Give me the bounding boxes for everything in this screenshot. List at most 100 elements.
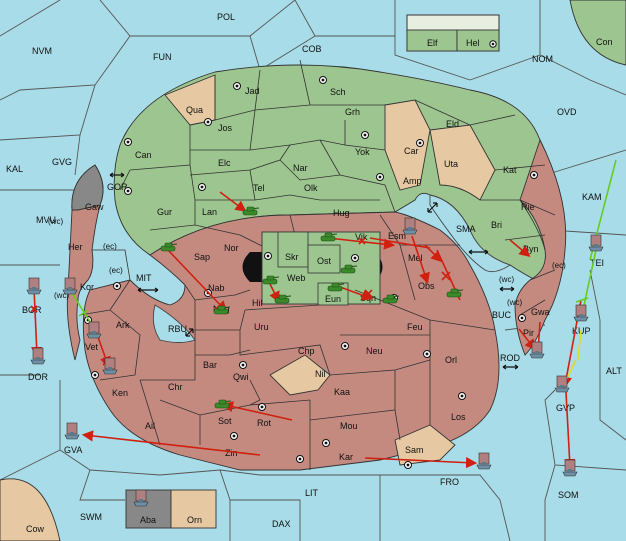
territory-label-bri: Bri (491, 220, 502, 230)
fleet-unit (102, 357, 118, 375)
territory-label-aba: Aba (140, 515, 156, 525)
sea-label-dax: DAX (272, 519, 291, 529)
territory-label-yok: Yok (355, 147, 370, 157)
sea-label-gva: GVA (64, 445, 82, 455)
sea-label-tei: TEI (590, 258, 604, 268)
territory-label-ost: Ost (317, 256, 332, 266)
territory-label-jos: Jos (218, 123, 233, 133)
supply-center-marker (258, 403, 266, 411)
supply-center-marker (376, 173, 384, 181)
territory-label-her: Her (68, 242, 83, 252)
territory-label-byn: Byn (523, 244, 539, 254)
territory-label-orn: Orn (187, 515, 202, 525)
supply-center-marker (91, 371, 99, 379)
territory-label-kaa: Kaa (334, 387, 350, 397)
territory-label-obs: Obs (418, 281, 435, 291)
supply-center-marker (319, 76, 327, 84)
sea-label-nvm: NVM (32, 46, 52, 56)
coast-labels: (wc) (ec) (ec) (wc) (wc) (ec) (wc) (48, 217, 566, 307)
fleet-unit (64, 422, 80, 440)
green-labels: Jad Sch Jos Grh Can Elc Nar Yok Tel Olk … (80, 38, 539, 352)
sea-labels: POL FUN COB NVM NOM Con KAL GVG OVD KAM … (6, 12, 622, 534)
sea-label-kam: KAM (582, 192, 602, 202)
fleet-unit (588, 234, 604, 252)
sea-inlet-east (429, 194, 512, 273)
territory-label-vik: Vik (355, 232, 368, 242)
territory-label-zin: Zin (225, 448, 238, 458)
territory-label-nor: Nor (224, 243, 239, 253)
territory-label-gwa: Gwa (531, 307, 550, 317)
sea-label-gvg: GVG (52, 157, 72, 167)
territory-label-chp: Chp (298, 346, 315, 356)
territory-label-neu: Neu (366, 346, 383, 356)
coast-label: (wc) (507, 298, 522, 307)
neutral-labels: Qua Car Uta Nil Sam Orn (186, 105, 458, 525)
territory-label-elf: Elf (427, 38, 438, 48)
territory-label-esm: Esm (388, 231, 406, 241)
fleet-unit (26, 277, 42, 295)
territory-label-eld: Eld (446, 119, 459, 129)
sea-label-gvp: GVP (556, 403, 575, 413)
coast-label: (ec) (552, 261, 566, 270)
territory-label-web: Web (287, 273, 305, 283)
territory-label-grh: Grh (345, 107, 360, 117)
sea-label-swm: SWM (80, 512, 102, 522)
territory-label-mou: Mou (340, 421, 358, 431)
passage-arrows (109, 172, 519, 370)
territory-label-bar: Bar (203, 360, 217, 370)
territory-label-can: Can (135, 150, 152, 160)
sea-label-con: Con (596, 37, 613, 47)
green-borders (119, 59, 556, 256)
territory-label-hug: Hug (333, 208, 350, 218)
sea-label-rbu: RBU (168, 324, 187, 334)
supply-center-marker (458, 392, 466, 400)
territory-label-eun: Eun (325, 294, 341, 304)
territory-label-vet: Vet (85, 342, 99, 352)
fleet-unit (476, 452, 492, 470)
sea-label-nom: NOM (532, 54, 553, 64)
territory-label-elc: Elc (218, 158, 231, 168)
territory-label-qwi: Qwi (233, 372, 249, 382)
sea-label-mvu: MVU (36, 215, 56, 225)
sea-label-lit: LIT (305, 488, 319, 498)
territory-label-feu: Feu (407, 322, 423, 332)
fleet-unit (554, 375, 570, 393)
coast-label: (ec) (109, 266, 123, 275)
territory-label-kor: Kor (80, 282, 94, 292)
supply-center-marker (230, 432, 238, 440)
fleet-unit (402, 217, 418, 235)
sea-label-fro: FRO (440, 477, 459, 487)
territory-label-uta: Uta (444, 159, 458, 169)
territory-label-sot: Sot (218, 416, 232, 426)
con-region (569, 0, 626, 66)
coast-label: (wc) (48, 217, 63, 226)
supply-center-marker (322, 439, 330, 447)
supply-center-marker (124, 187, 132, 195)
territory-label-ail: Ail (145, 421, 155, 431)
territory-label-rot: Rot (257, 418, 272, 428)
territory-label-qua: Qua (186, 105, 203, 115)
fleet-unit (62, 277, 78, 295)
supply-center-marker (239, 361, 247, 369)
supply-center-marker (404, 461, 412, 469)
territory-label-hel: Hel (466, 38, 480, 48)
supply-center-marker (361, 131, 369, 139)
supply-center-marker (204, 118, 212, 126)
sea-label-rod: ROD (500, 353, 521, 363)
gaw-impassable (71, 164, 104, 211)
red-borders (79, 214, 546, 470)
territory-label-sch: Sch (330, 87, 346, 97)
territory-label-pir: Pir (523, 328, 534, 338)
supply-center-marker (518, 314, 526, 322)
territory-label-gur: Gur (157, 207, 172, 217)
coast-label: (wc) (499, 275, 514, 284)
sea-label-kal: KAL (6, 164, 23, 174)
sea-label-fun: FUN (153, 52, 172, 62)
neutral-tiles (164, 74, 496, 466)
territory-label-kar: Kar (339, 452, 353, 462)
fleet-unit (562, 459, 578, 477)
sea-label-gor: GOR (107, 182, 128, 192)
sea-label-mit: MIT (136, 273, 152, 283)
sea-label-cow: Cow (26, 524, 45, 534)
